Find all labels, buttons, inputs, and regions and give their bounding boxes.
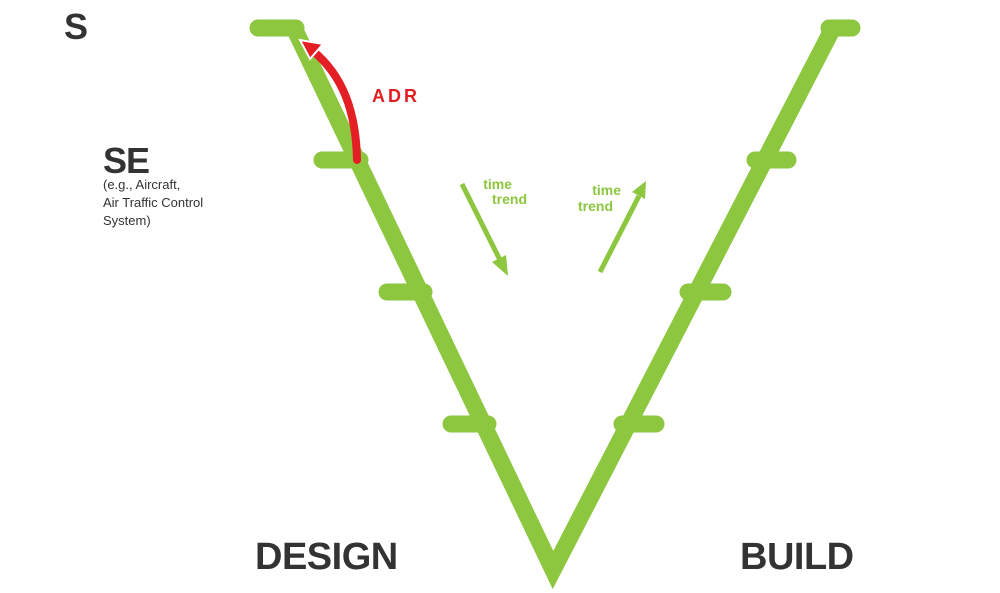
time-trend-right-line-1: time: [592, 182, 621, 198]
adr-arrowhead: [298, 38, 325, 61]
time-trend-down-arrowhead: [492, 255, 508, 276]
time-trend-up-arrowhead: [632, 181, 646, 199]
se-example-text: (e.g., Aircraft, Air Traffic Control Sys…: [103, 177, 204, 228]
time-trend-up-arrow-shaft: [597, 194, 642, 274]
time-trend-left-line-1: time: [483, 176, 512, 192]
se-label: SE: [103, 140, 150, 181]
time-trend-left-line-2: trend: [492, 191, 527, 207]
v-shape: [286, 24, 841, 590]
design-label: DESIGN: [255, 536, 398, 578]
adr-curved-arrow: [309, 47, 361, 164]
build-label: BUILD: [740, 536, 854, 578]
time-trend-down-arrow-shaft: [459, 182, 503, 262]
time-trend-right-line-2: trend: [578, 198, 613, 214]
adr-label: ADR: [372, 86, 420, 106]
s-label: S: [64, 6, 89, 47]
